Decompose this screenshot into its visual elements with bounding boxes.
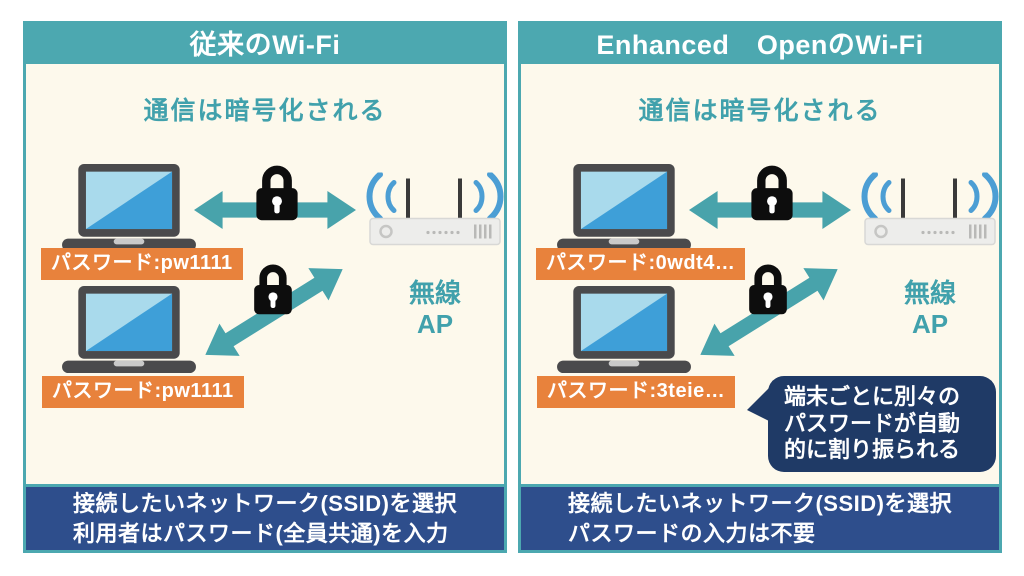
lock-icon (749, 163, 795, 221)
password-label: パスワード:pw1111 (42, 376, 244, 408)
footer-text: 接続したいネットワーク(SSID)を選択 パスワードの入力は不要 (567, 491, 952, 546)
panel-title-enhanced-open: Enhanced OpenのWi-Fi (518, 21, 1002, 64)
panel-footer-traditional: 接続したいネットワーク(SSID)を選択 利用者はパスワード(全員共通)を入力 (23, 484, 507, 553)
footer-text: 接続したいネットワーク(SSID)を選択 利用者はパスワード(全員共通)を入力 (72, 491, 457, 546)
laptop-icon (62, 286, 196, 374)
lock-icon (252, 262, 294, 315)
encryption-note: 通信は暗号化される (143, 97, 387, 125)
panel-enhanced-open-wifi: Enhanced OpenのWi-Fi 通信は暗号化される パスワード:0wdt… (518, 21, 1002, 553)
wireless-ap-icon (364, 172, 506, 269)
password-label: パスワード:3teie… (537, 376, 736, 408)
panel-body-enhanced-open: 通信は暗号化される パスワード:0wdt4… パスワード:3teie… 無線 A… (518, 64, 1002, 484)
panel-footer-enhanced-open: 接続したいネットワーク(SSID)を選択 パスワードの入力は不要 (518, 484, 1002, 553)
callout-bubble: 端末ごとに別々の パスワードが自動 的に割り振られる (747, 376, 996, 472)
encryption-note: 通信は暗号化される (638, 97, 882, 125)
callout-line: パスワードが自動 (784, 410, 961, 436)
laptop-icon (557, 286, 691, 374)
panel-title-traditional: 従来のWi-Fi (23, 21, 507, 64)
password-label: パスワード:0wdt4… (536, 248, 746, 280)
panel-body-traditional: 通信は暗号化される パスワード:pw1111 パスワード:pw1111 無線 A… (23, 64, 507, 484)
panel-traditional-wifi: 従来のWi-Fi 通信は暗号化される パスワード:pw1111 パスワード:pw… (23, 21, 507, 553)
wireless-ap: 無線 AP (364, 172, 506, 340)
lock-icon (254, 163, 300, 221)
laptop-icon (557, 164, 691, 252)
callout-line: 端末ごとに別々の (784, 384, 961, 409)
wireless-ap: 無線 AP (859, 172, 1001, 340)
ap-label: 無線 AP (408, 278, 461, 340)
password-label: パスワード:pw1111 (41, 248, 243, 280)
ap-label: 無線 AP (903, 278, 956, 340)
callout-line: 的に割り振られる (784, 437, 961, 462)
wireless-ap-icon (859, 172, 1001, 269)
lock-icon (747, 262, 789, 315)
speech-bubble-tail-icon (747, 386, 771, 422)
laptop-icon (62, 164, 196, 252)
